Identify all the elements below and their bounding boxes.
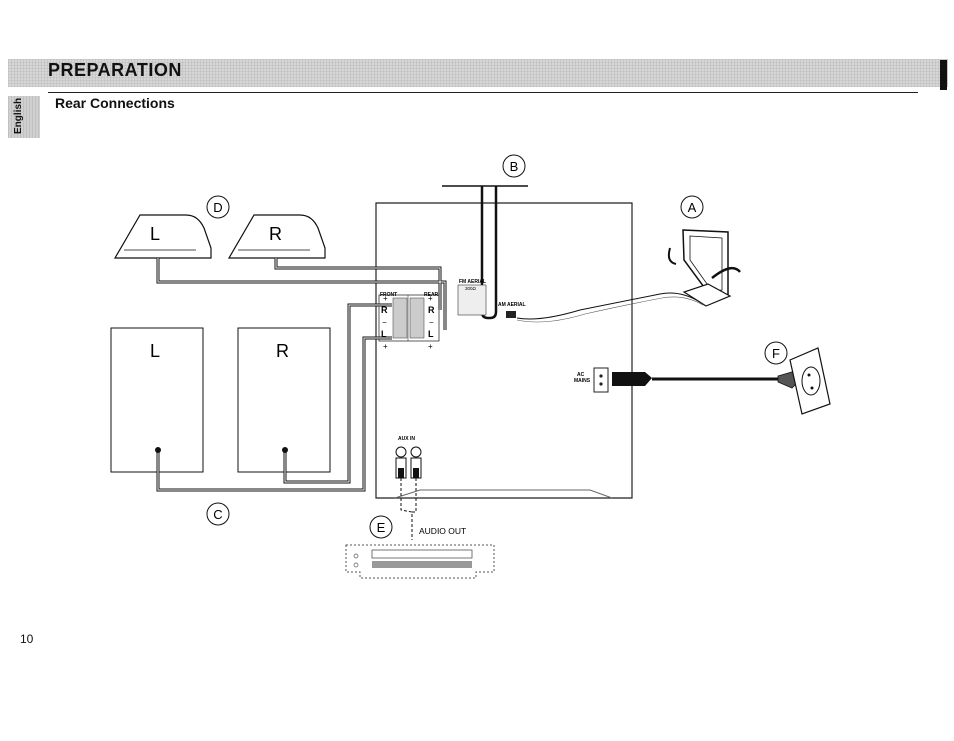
aux-in-label: AUX IN — [398, 436, 415, 442]
front-plus-bottom: + — [383, 342, 388, 351]
front-plus-top: + — [383, 294, 388, 303]
callout-b — [502, 154, 526, 178]
front-r-label: R — [381, 305, 388, 315]
audio-cable — [400, 478, 417, 540]
am-aerial-socket — [506, 311, 516, 318]
callout-e — [369, 515, 393, 539]
section-title: Rear Connections — [55, 95, 175, 111]
callout-a — [680, 195, 704, 219]
page-number: 10 — [20, 632, 34, 646]
front-speaker-cables — [156, 303, 392, 492]
mains-label: MAINS — [574, 378, 591, 384]
header-end-bar — [940, 60, 947, 90]
callout-f — [764, 341, 788, 365]
ac-mains-socket — [593, 367, 609, 393]
front-l-label: L — [381, 329, 387, 339]
main-unit-outline — [375, 202, 633, 499]
callout-d-label: D — [213, 200, 222, 215]
wall-outlet — [789, 347, 831, 415]
rear-speaker-left-label: L — [150, 224, 160, 244]
page-header-title: PREPARATION — [48, 60, 182, 80]
rear-speaker-right-label: R — [269, 224, 282, 244]
callout-c — [206, 502, 230, 526]
front-label: FRONT — [380, 292, 397, 298]
speaker-terminals — [378, 284, 487, 342]
callout-d — [206, 195, 230, 219]
main-unit-base — [394, 489, 613, 499]
callout-e-label: E — [377, 520, 386, 535]
header-rule — [48, 92, 918, 93]
rear-minus: − — [429, 318, 434, 327]
front-speaker-right-label: R — [276, 341, 289, 361]
front-speaker-left-label: L — [150, 341, 160, 361]
rear-l-label: L — [428, 329, 434, 339]
aux-in-jacks — [395, 446, 422, 479]
external-audio-device — [345, 544, 495, 579]
am-aerial-label: AM AERIAL — [498, 302, 526, 308]
callout-b-label: B — [510, 159, 519, 174]
power-cable — [612, 371, 801, 389]
audio-out-label: AUDIO OUT — [419, 526, 466, 536]
language-tab — [8, 96, 40, 138]
fm-impedance-label: 300Ω — [465, 286, 477, 291]
callout-f-label: F — [772, 346, 780, 361]
rear-speaker-right — [227, 214, 326, 259]
fm-aerial-label: FM AERIAL — [459, 279, 486, 285]
rear-plus-top: + — [428, 294, 433, 303]
rear-plus-bottom: + — [428, 342, 433, 351]
rear-speaker-left — [113, 214, 212, 259]
ac-label: AC — [577, 372, 585, 378]
callout-c-label: C — [213, 507, 222, 522]
front-minus: − — [382, 318, 387, 327]
am-loop-antenna — [516, 229, 741, 323]
rear-label: REAR — [424, 292, 439, 298]
callout-a-label: A — [688, 200, 697, 215]
header-band — [8, 59, 948, 87]
rear-r-label: R — [428, 305, 435, 315]
